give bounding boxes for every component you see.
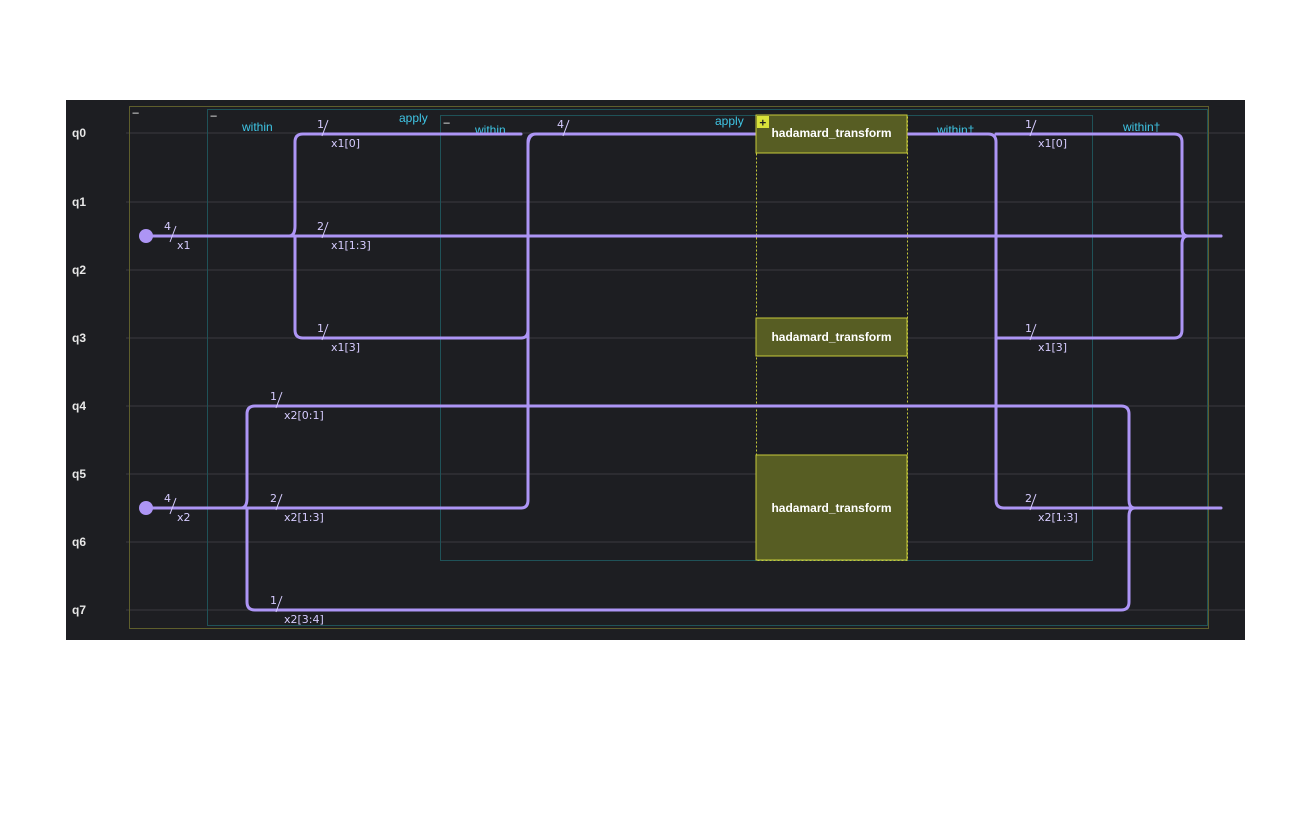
wire-count: 2 (1025, 492, 1032, 505)
wire-count: 1 (270, 594, 277, 607)
qubit-label: q6 (72, 535, 86, 549)
qubit-label: q2 (72, 263, 86, 277)
gate-label: hadamard_transform (771, 330, 891, 344)
wire-label-x1: x1 (177, 239, 191, 252)
gate-hadamard-3[interactable]: hadamard_transform (755, 454, 908, 561)
wire-ticks (169, 119, 1037, 613)
qubit-label: q5 (72, 467, 86, 481)
wire-label: x2[3:4] (284, 613, 324, 626)
gate-hadamard-2[interactable]: hadamard_transform (755, 317, 908, 357)
wire-x1-split (287, 132, 1223, 340)
wire-label: x1[0] (1038, 137, 1067, 150)
inner-block-collapse-button[interactable]: − (443, 116, 450, 130)
wire-count: 1 (317, 118, 324, 131)
wire-after-gates (905, 132, 1223, 510)
wire-merge (519, 132, 758, 510)
within-label: within (241, 120, 273, 134)
wires (144, 132, 1223, 612)
within-inverse-label: within† (1122, 120, 1160, 134)
wire-label: x1[0] (331, 137, 360, 150)
wire-labels: 4 x1 4 x2 1 x1[0] 2 x1[1:3] 1 x1[3] 1 x2… (164, 118, 1078, 626)
wire-count: 4 (164, 220, 171, 233)
within-block-collapse-button[interactable]: − (210, 109, 217, 123)
wire-label: x1[1:3] (331, 239, 371, 252)
within-block-frame[interactable] (207, 109, 1208, 626)
wire-count: 1 (1025, 322, 1032, 335)
wire-count: 2 (317, 220, 324, 233)
wire-x2-split (239, 404, 1223, 612)
wire-count: 4 (164, 492, 171, 505)
qubit-label: q4 (72, 399, 86, 413)
wire-label: x2[1:3] (1038, 511, 1078, 524)
gate-hadamard-1[interactable]: hadamard_transform (755, 114, 908, 154)
qubit-label: q1 (72, 195, 86, 209)
wire-count: 1 (270, 390, 277, 403)
wire-label: x1[3] (331, 341, 360, 354)
gate-label: hadamard_transform (771, 126, 891, 140)
wire-label: x2[0:1] (284, 409, 324, 422)
wire-count: 4 (557, 118, 564, 131)
input-dot-x2[interactable] (139, 501, 153, 515)
outer-block-frame[interactable] (129, 106, 1209, 629)
quantum-circuit-canvas: q0 q1 q2 q3 q4 q5 q6 q7 − − − within app… (66, 100, 1245, 640)
wire-count: 2 (270, 492, 277, 505)
input-dot-x1[interactable] (139, 229, 153, 243)
wire-label-x2: x2 (177, 511, 191, 524)
gate-label: hadamard_transform (771, 501, 891, 515)
qubit-label: q7 (72, 603, 86, 617)
qubit-label: q0 (72, 126, 86, 140)
qubit-labels: q0 q1 q2 q3 q4 q5 q6 q7 (72, 126, 86, 617)
apply-label: apply (399, 111, 428, 125)
wire-label: x1[3] (1038, 341, 1067, 354)
outer-block-collapse-button[interactable]: − (132, 106, 139, 120)
expand-button[interactable]: + (757, 116, 769, 129)
wire-count: 1 (317, 322, 324, 335)
inner-apply-label: apply (715, 114, 744, 128)
wire-count: 1 (1025, 118, 1032, 131)
plus-icon: + (760, 116, 767, 129)
qubit-label: q3 (72, 331, 86, 345)
wire-label: x2[1:3] (284, 511, 324, 524)
